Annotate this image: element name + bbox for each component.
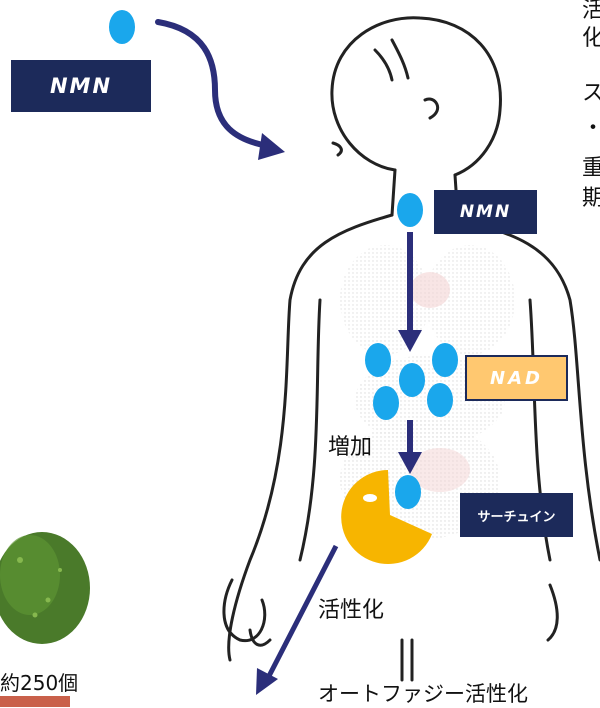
- arrow-to-nad: [398, 232, 422, 352]
- activate-text: 活性化: [318, 598, 385, 623]
- nmn-label-top: NMN: [11, 60, 151, 112]
- ingest-arrow: [155, 19, 285, 160]
- nad-molecule-cluster: [365, 343, 458, 420]
- nad-label: NAD: [465, 355, 568, 401]
- side-text-1: 活: [582, 0, 600, 23]
- avocado-image-bottom: [0, 696, 70, 707]
- human-body-outline: [222, 16, 600, 682]
- nmn-molecule-top: [109, 10, 135, 44]
- arrow-to-sirtuin: [398, 420, 422, 474]
- arrow-to-autophagy: [256, 544, 339, 695]
- side-text-4: ・: [582, 110, 600, 142]
- sirtuin-label: サーチュイン: [460, 493, 573, 537]
- nmn-label-body: NMN: [434, 190, 537, 234]
- nmn-molecule-sirtuin: [395, 475, 421, 509]
- increase-text: 増加: [328, 435, 373, 460]
- autophagy-text: オートファジー活性化: [318, 682, 528, 706]
- side-text-6: 期: [582, 186, 600, 211]
- avocado-image: [0, 532, 90, 707]
- side-text-5: 重: [582, 156, 600, 181]
- avocado-count-text: 約250個: [0, 671, 79, 695]
- side-text-2: 化: [582, 26, 600, 51]
- nmn-molecule-body: [397, 193, 423, 227]
- sirtuin-enzyme-shape: [341, 470, 432, 564]
- side-text-3: ス: [582, 81, 600, 106]
